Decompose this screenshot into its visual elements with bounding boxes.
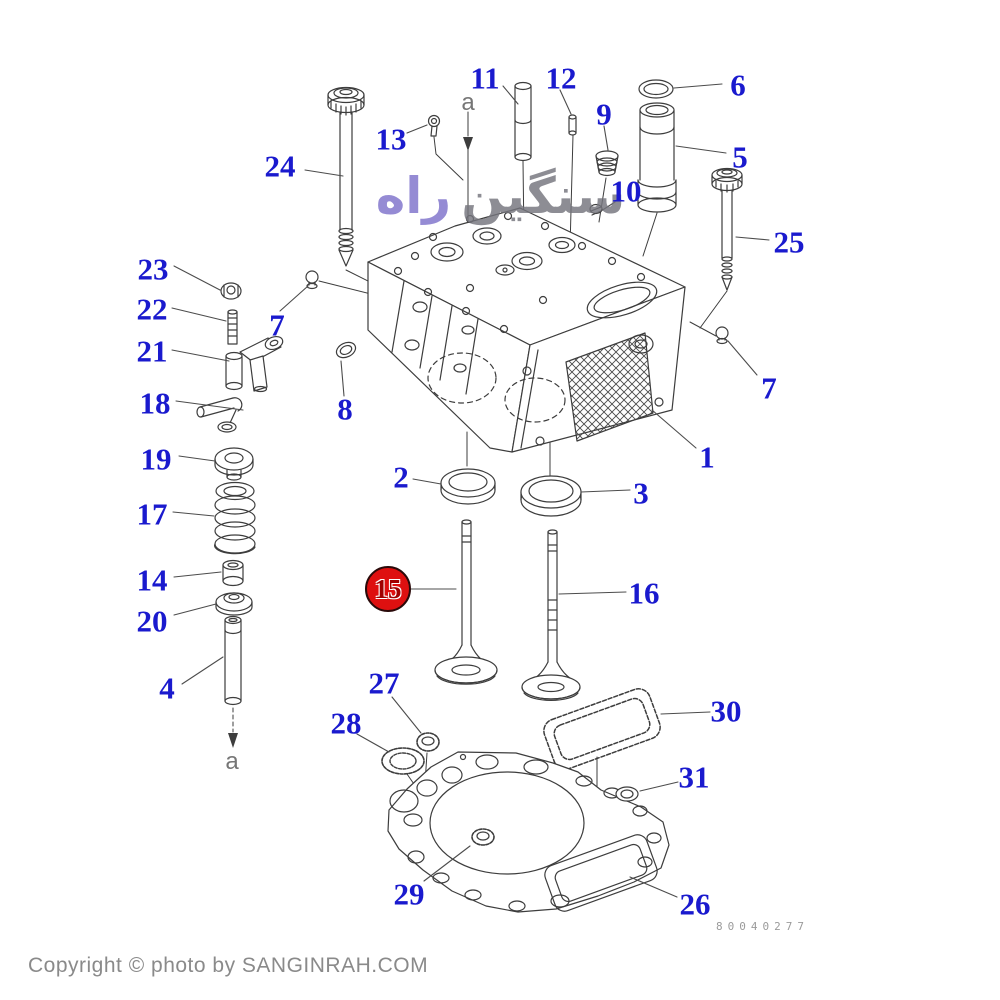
part-callout-3[interactable]: 3 (633, 475, 649, 511)
part-callout-13[interactable]: 13 (375, 121, 407, 157)
part-9-plug (595, 150, 619, 177)
part-callout-28[interactable]: 28 (330, 705, 362, 741)
cylinder-head-body (367, 207, 686, 453)
match-arrow-bottom (228, 733, 238, 748)
part-17-valve-spring (214, 481, 256, 555)
part-2-seat-insert (440, 468, 496, 505)
part-callout-1[interactable]: 1 (699, 439, 715, 475)
part-31-ring (615, 786, 639, 802)
reference-mark-a-2: a (225, 748, 239, 775)
part-callout-7[interactable]: 7 (269, 307, 285, 343)
part-callout-24[interactable]: 24 (264, 148, 296, 184)
part-callout-21[interactable]: 21 (136, 333, 168, 369)
part-7-ball-stud-right (715, 326, 729, 345)
part-15-valve (434, 519, 498, 685)
part-callout-9[interactable]: 9 (596, 96, 612, 132)
part-27-nut (416, 732, 440, 752)
part-30-gasket-ring (543, 688, 661, 770)
part-18-pin (196, 397, 243, 433)
part-19-retainer (214, 447, 254, 481)
reference-mark-a-1: a (461, 89, 475, 116)
part-callout-6[interactable]: 6 (730, 67, 746, 103)
part-callout-17[interactable]: 17 (136, 496, 168, 532)
part-callout-31[interactable]: 31 (678, 759, 710, 795)
part-callout-25[interactable]: 25 (773, 224, 805, 260)
part-29-plug (471, 828, 495, 846)
part-callout-8[interactable]: 8 (337, 391, 353, 427)
part-callout-18[interactable]: 18 (139, 385, 171, 421)
part-26-head-gasket (387, 751, 670, 913)
part-8-plug (335, 341, 357, 359)
part-callout-11[interactable]: 11 (470, 60, 500, 96)
part-11-pin (514, 81, 532, 162)
part-callout-2[interactable]: 2 (393, 459, 409, 495)
part-callout-22[interactable]: 22 (136, 291, 168, 327)
part-callout-29[interactable]: 29 (393, 876, 425, 912)
part-7-ball-stud-left (305, 270, 319, 290)
head-right-face-detail (520, 332, 664, 449)
part-24-head-bolt (327, 86, 365, 267)
part-21-bracket (225, 335, 284, 393)
part-28-ring (381, 747, 425, 775)
part-6-oring (638, 79, 674, 99)
part-23-nut (220, 282, 242, 300)
part-13-bolt (427, 114, 441, 137)
head-top-ports (393, 211, 658, 334)
part-callout-10[interactable]: 10 (610, 173, 642, 209)
part-callout-4[interactable]: 4 (159, 670, 175, 706)
drawing-number: 80040277 (716, 920, 809, 933)
part-callout-19[interactable]: 19 (140, 441, 172, 477)
part-callout-16[interactable]: 16 (628, 575, 660, 611)
copyright-text: Copyright © photo by SANGINRAH.COM (28, 954, 429, 977)
part-callout-5[interactable]: 5 (732, 139, 748, 175)
part-14-cap (222, 559, 244, 587)
part-callout-30[interactable]: 30 (710, 693, 742, 729)
part-4-valve-guide (224, 615, 242, 706)
head-left-face-detail (391, 280, 566, 423)
part-5-sleeve (637, 102, 677, 213)
part-25-head-bolt (711, 167, 743, 291)
part-callout-7[interactable]: 7 (761, 370, 777, 406)
part-22-stud (227, 309, 238, 345)
part-callout-20[interactable]: 20 (136, 603, 168, 639)
part-callout-23[interactable]: 23 (137, 251, 169, 287)
part-3-seat-insert (520, 475, 582, 517)
part-16-valve (521, 529, 581, 701)
part-callout-27[interactable]: 27 (368, 665, 400, 701)
leader-lines (171, 83, 770, 898)
part-callout-12[interactable]: 12 (545, 60, 577, 96)
part-10-fitting (589, 203, 603, 216)
part-callout-14[interactable]: 14 (136, 562, 168, 598)
part-callout-15-highlighted[interactable]: 15 (365, 566, 411, 612)
part-12-pin (568, 114, 577, 136)
part-callout-26[interactable]: 26 (679, 886, 711, 922)
part-20-spring-seat (215, 592, 253, 616)
match-arrow-top (463, 137, 473, 151)
